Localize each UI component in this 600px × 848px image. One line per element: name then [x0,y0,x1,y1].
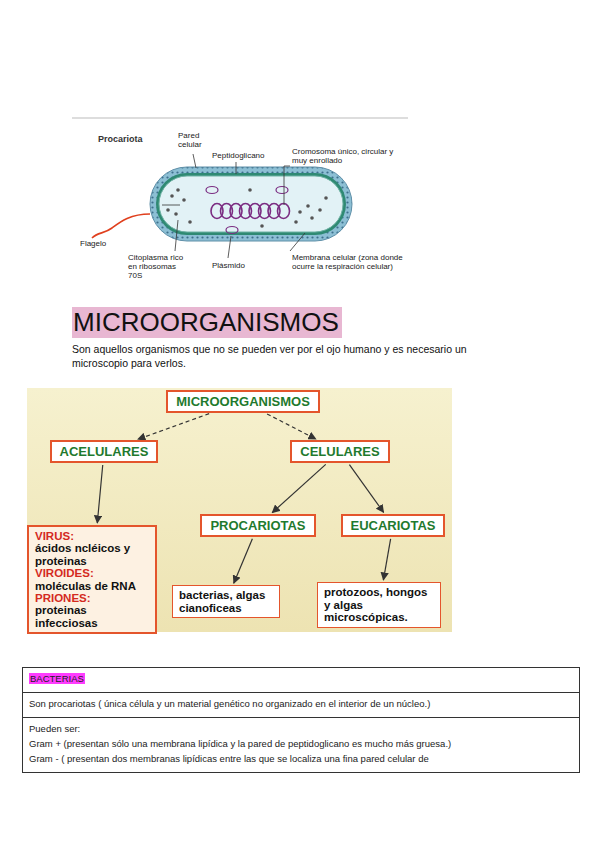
part-label: Pared celular [178,131,214,149]
box-text: VIRUS: [35,530,149,542]
connector-arrow [234,539,253,583]
ribosome-dot [310,216,314,220]
ribosome-dot [170,194,174,198]
peptidoglycan-layer [156,173,346,235]
cell-wall [150,167,352,241]
box-text: moléculas de RNA [35,580,149,592]
connector-arrow [383,539,390,580]
table-row: BACTERIAS [23,668,579,693]
ribosome-dot [182,198,186,202]
separator-line [72,118,408,119]
ribosome-dot [188,220,192,224]
concept-box: protozoos, hongos y algas microscópicas. [317,582,441,628]
table-cell: Gram - ( presentan dos membranas lipídic… [29,753,573,764]
cell-membrane [159,176,343,232]
box-text: ACELULARES [60,444,149,459]
box-text: PRIONES: [35,592,149,604]
table-row: Pueden ser: Gram + (presentan sólo una me… [23,718,579,772]
chromosome-coil [278,204,290,219]
part-label: Peptidoglicano [212,151,264,160]
plasmid [226,227,238,234]
leader-line [228,236,231,258]
table-cell: BACTERIAS [29,673,85,684]
ribosome-dot [324,196,328,200]
box-text: VIROIDES: [35,567,149,579]
table-row: Son procariotas ( única célula y un mate… [23,693,579,718]
ribosome-dot [166,208,170,212]
leader-line [162,205,180,206]
concept-box: VIRUS:ácidos ncléicos y proteinasVIROIDE… [27,525,157,634]
concept-box: PROCARIOTAS [200,514,315,537]
table-cell: Pueden ser: [29,723,573,734]
connector-arrow [97,465,102,523]
ribosome-dot [294,220,298,224]
concept-box: bacterias, algas cianoficeas [172,585,280,618]
ribosome-dot [260,224,264,228]
part-label: Procariota [98,134,143,144]
connector-arrow [272,464,326,512]
plasmid [276,187,288,194]
concept-box: ACELULARES [50,440,159,463]
ribosome-dot [176,188,180,192]
connector-arrow [138,414,209,440]
table-cell: Gram + (presentan sólo una membrana lipí… [29,738,573,749]
table: BACTERIAS Son procariotas ( única célula … [22,667,580,773]
leader-line [290,233,305,251]
ribosome-dot [248,188,252,192]
ribosome-dot [174,212,178,216]
plasmid [206,187,218,194]
box-text: ácidos ncléicos y proteinas [35,542,149,567]
part-label: Citoplasma rico en ribosomas 70S [128,253,186,281]
leader-line [175,220,178,251]
leader-line [193,154,196,168]
box-text: EUCARIOTAS [351,518,436,533]
box-text: bacterias, algas cianoficeas [179,589,273,614]
box-text: protozoos, hongos y algas microscópicas. [324,586,434,624]
page-heading: MICROORGANISMOS [72,307,342,338]
table-cell: Son procariotas ( única célula y un mate… [29,698,573,709]
concept-box: MICROORGANISMOS [166,390,320,413]
chromosome [211,204,290,219]
part-label: Plásmido [212,261,245,270]
box-text: PROCARIOTAS [210,518,305,533]
ribosome-dot [298,210,302,214]
ribosome-dot [306,204,310,208]
box-text: MICROORGANISMOS [176,394,310,409]
concept-box: CELULARES [290,440,389,463]
part-label: Membrana celular (zona donde ocurre la r… [292,253,404,271]
concept-box: EUCARIOTAS [341,514,446,537]
ribosome-dot [318,208,322,212]
flagellum [92,214,150,238]
box-text: CELULARES [300,444,379,459]
leader-line [236,162,237,174]
ribosomes [166,188,328,228]
part-label: Cromosoma único, circular y muy enrollad… [292,147,404,165]
box-text: proteinas infecciosas [35,604,149,629]
leader-line [284,166,290,205]
connector-arrow [267,414,316,439]
part-label: Flagelo [80,239,106,248]
connector-arrow [349,465,383,513]
paragraph: Son aquellos organismos que no se pueden… [72,343,512,370]
